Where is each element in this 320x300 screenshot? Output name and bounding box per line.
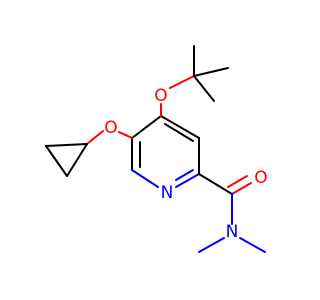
bond-cp-a: [45, 143, 88, 147]
bond-n1-c2: [175, 173, 200, 188]
bond-cp-b: [66, 143, 88, 177]
bond-c4-c5: [131, 115, 162, 139]
bond-n-me1: [198, 237, 225, 253]
nitrogen-label-pyridine: N: [161, 183, 174, 203]
oxygen-label-carbonyl: O: [254, 168, 267, 188]
bond-c5-o: [118, 131, 133, 139]
oxygen-label-cyclopropoxy: O: [104, 118, 117, 138]
bond-n1-c2-double: [175, 169, 194, 181]
bond-c6-n1: [131, 169, 159, 188]
bond-lines: [45, 45, 266, 253]
nitrogen-label-amide: N: [226, 222, 239, 242]
bond-c4-c3: [160, 115, 200, 139]
bond-c4-c3-double: [164, 123, 194, 142]
bond-n-me2: [239, 237, 266, 253]
bond-cq-me2: [193, 67, 229, 77]
bond-o-cp: [86, 130, 104, 145]
bond-camide-o: [231, 182, 252, 195]
chemical-structure: O O O N N: [45, 45, 268, 253]
atom-labels: O O O N N: [104, 86, 267, 242]
bond-cq-me3: [193, 75, 215, 102]
bond-camide-o-double: [227, 175, 248, 188]
bond-o-cq: [169, 75, 195, 89]
bond-cp-c: [45, 145, 68, 177]
oxygen-label-tert-butoxy: O: [154, 86, 167, 106]
bond-c2-camide: [198, 173, 233, 195]
